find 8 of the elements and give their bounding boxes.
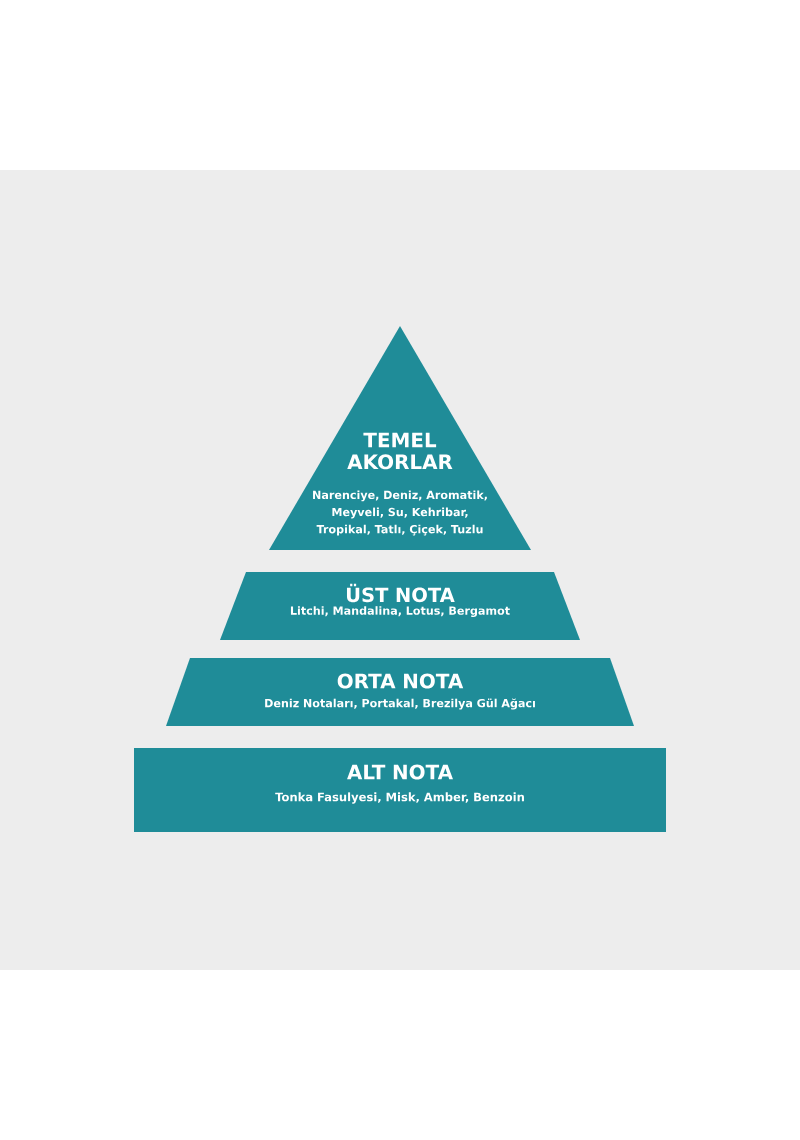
pyramid-tier — [134, 748, 666, 832]
tier-heading: ORTA NOTA — [337, 673, 464, 689]
pyramid-tier — [220, 572, 580, 640]
tier-heading: TEMEL AKORLAR — [347, 432, 453, 470]
pyramid-tier — [269, 326, 531, 550]
tier-heading: ALT NOTA — [347, 764, 453, 780]
tier-heading: ÜST NOTA — [347, 583, 455, 603]
pyramid-tier — [166, 658, 634, 726]
